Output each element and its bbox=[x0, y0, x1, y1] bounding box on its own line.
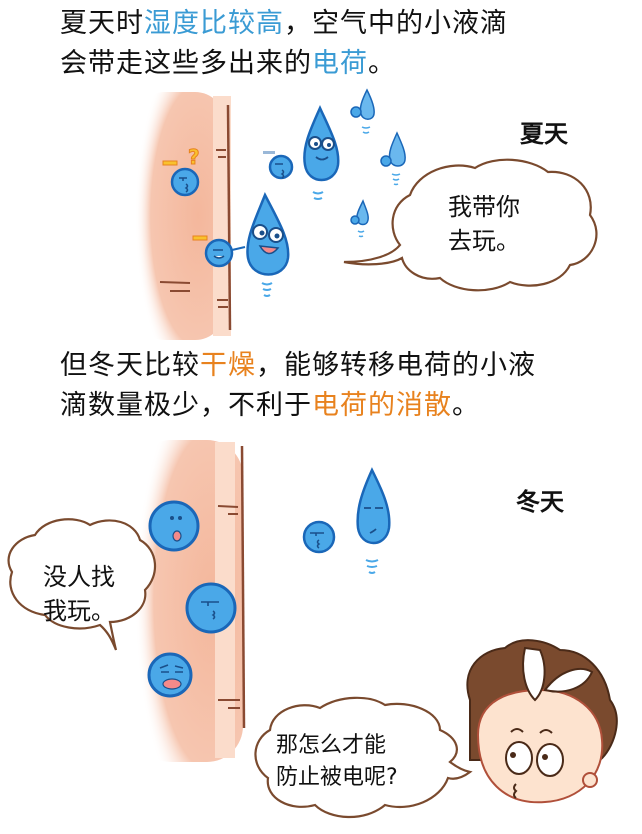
water-droplet-glasses bbox=[303, 104, 340, 200]
charge-ball-pouting bbox=[185, 582, 237, 634]
winter-speech-bubble bbox=[7, 518, 157, 651]
small-droplet bbox=[380, 131, 406, 186]
caption-text: 但冬天比较 bbox=[60, 350, 200, 381]
caption-highlight-dissipation: 电荷的消散 bbox=[312, 390, 452, 421]
question-mark: ? bbox=[188, 145, 200, 169]
charge-ball-grinning bbox=[192, 235, 246, 268]
caption-text: 。 bbox=[368, 48, 396, 79]
winter-season-label: 冬天 bbox=[516, 488, 564, 516]
caption-text: ，能够转移电荷的小液 bbox=[256, 350, 536, 381]
winter-caption-line2: 滴数量极少，不利于电荷的消散。 bbox=[60, 386, 536, 426]
caption-highlight-dry: 干燥 bbox=[200, 350, 256, 381]
charge-ball-confused: ? bbox=[162, 145, 200, 197]
bubble-line: 没人找 bbox=[43, 563, 115, 591]
summer-speech-bubble bbox=[343, 158, 598, 292]
bubble-line: 防止被电呢? bbox=[276, 765, 398, 790]
boy-speech-bubble bbox=[254, 696, 473, 819]
caption-highlight-charge: 电荷 bbox=[312, 48, 368, 79]
caption-text: 。 bbox=[452, 390, 480, 421]
boy-bubble-text: 那怎么才能 防止被电呢? bbox=[276, 730, 398, 794]
summer-season-label: 夏天 bbox=[520, 120, 568, 148]
winter-caption-line1: 但冬天比较干燥，能够转移电荷的小液 bbox=[60, 346, 536, 386]
bubble-line: 我带你 bbox=[448, 193, 520, 221]
charge-ball-bored bbox=[302, 520, 336, 554]
small-droplet bbox=[350, 199, 369, 238]
winter-bubble-text: 没人找 我玩。 bbox=[43, 560, 115, 628]
charge-ball-surprised bbox=[148, 500, 200, 552]
summer-bubble-text: 我带你 去玩。 bbox=[448, 190, 520, 258]
bubble-line: 那怎么才能 bbox=[276, 733, 387, 758]
bubble-line: 我玩。 bbox=[43, 597, 115, 625]
summer-caption-line1: 夏天时湿度比较高，空气中的小液滴 bbox=[60, 4, 508, 44]
caption-text: 夏天时 bbox=[60, 8, 144, 39]
winter-caption: 但冬天比较干燥，能够转移电荷的小液 滴数量极少，不利于电荷的消散。 bbox=[60, 346, 536, 426]
bubble-line: 去玩。 bbox=[448, 227, 520, 255]
caption-text: ，空气中的小液滴 bbox=[284, 8, 508, 39]
water-droplet-happy bbox=[246, 192, 290, 297]
caption-highlight-humidity: 湿度比较高 bbox=[144, 8, 284, 39]
summer-caption-line2: 会带走这些多出来的电荷。 bbox=[60, 44, 508, 84]
caption-text: 滴数量极少，不利于 bbox=[60, 390, 312, 421]
boy-character bbox=[466, 639, 618, 804]
small-droplet bbox=[350, 88, 375, 134]
caption-text: 会带走这些多出来的 bbox=[60, 48, 312, 79]
charge-ball-crying bbox=[147, 652, 193, 698]
charge-ball-kissing bbox=[263, 151, 294, 180]
water-droplet-sleepy bbox=[356, 467, 391, 574]
summer-caption: 夏天时湿度比较高，空气中的小液滴 会带走这些多出来的电荷。 bbox=[60, 4, 508, 84]
